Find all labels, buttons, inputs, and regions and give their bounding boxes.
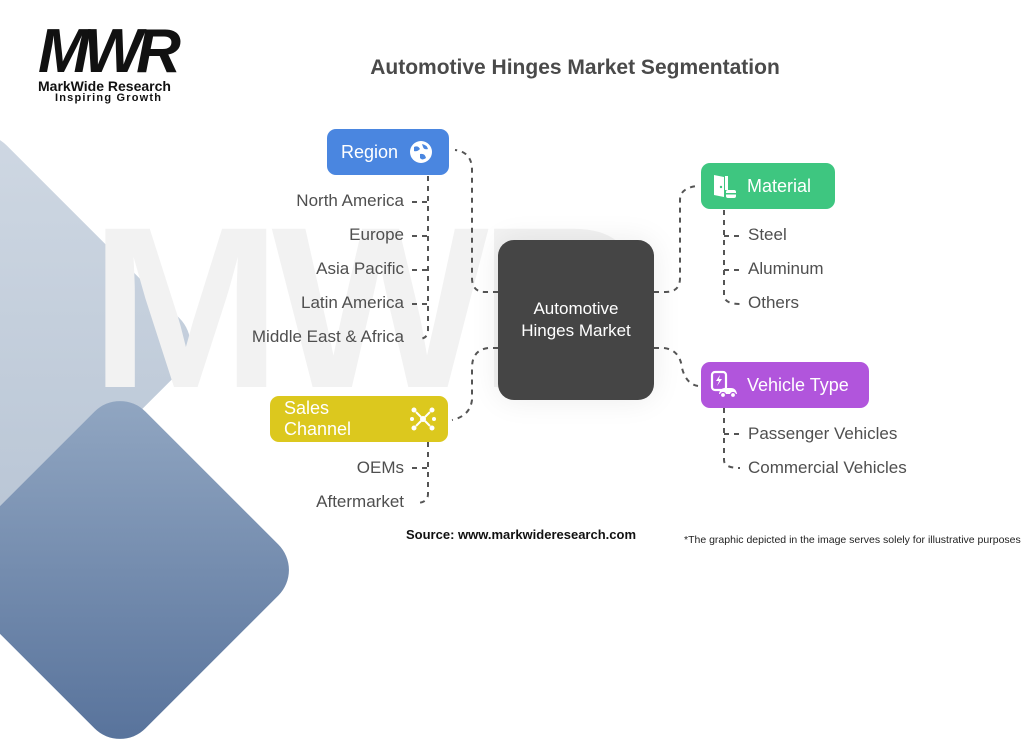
- segment-material: Material: [701, 163, 835, 209]
- segment-vehicle-type: Vehicle Type: [701, 362, 869, 408]
- globe-icon: [406, 137, 436, 167]
- connector-region: [454, 149, 498, 293]
- page-title: Automotive Hinges Market Segmentation: [370, 56, 780, 79]
- connector-sales: [451, 347, 498, 421]
- electric-car-icon: [709, 370, 739, 400]
- segment-sales-channel: Sales Channel: [270, 396, 448, 442]
- door-icon: [709, 171, 739, 201]
- connector-lines: [412, 149, 741, 504]
- segment-material-label: Material: [747, 175, 812, 196]
- material-item-3: Others: [748, 293, 800, 312]
- vehicle-type-item-2: Commercial Vehicles: [748, 458, 907, 477]
- vehicle-type-item-1: Passenger Vehicles: [748, 424, 898, 443]
- segment-sales-channel-label: Sales Channel: [284, 398, 352, 439]
- central-node: Automotive Hinges Market: [498, 240, 654, 400]
- segment-region: Region: [327, 129, 449, 175]
- connector-vehicle: [654, 347, 699, 387]
- connector-material: [654, 185, 698, 293]
- region-item-3: Asia Pacific: [316, 259, 404, 278]
- connector-vehicle-trunk: [723, 408, 741, 469]
- connector-sales-trunk: [417, 442, 429, 504]
- region-item-5: Middle East & Africa: [251, 327, 404, 346]
- segment-region-label: Region: [341, 141, 399, 162]
- logo-name: MarkWide Research: [38, 78, 171, 94]
- logo-tagline: Inspiring Growth: [55, 92, 163, 104]
- segment-vehicle-type-label: Vehicle Type: [747, 374, 849, 395]
- sales-channel-item-1: OEMs: [356, 458, 404, 477]
- source-credit: Source: www.markwideresearch.com: [406, 527, 637, 542]
- connector-material-trunk: [723, 210, 741, 305]
- central-node-label: Automotive Hinges Market: [521, 299, 631, 340]
- disclaimer-note: *The graphic depicted in the image serve…: [684, 534, 1021, 546]
- region-item-1: North America: [296, 191, 404, 210]
- network-icon: [408, 404, 438, 434]
- logo-mark: MWR: [38, 17, 181, 86]
- material-item-1: Steel: [748, 225, 787, 244]
- region-item-2: Europe: [349, 225, 404, 244]
- region-item-4: Latin America: [301, 293, 404, 312]
- material-item-2: Aluminum: [748, 259, 824, 278]
- sales-channel-item-2: Aftermarket: [316, 492, 404, 511]
- connector-region-trunk: [419, 176, 429, 340]
